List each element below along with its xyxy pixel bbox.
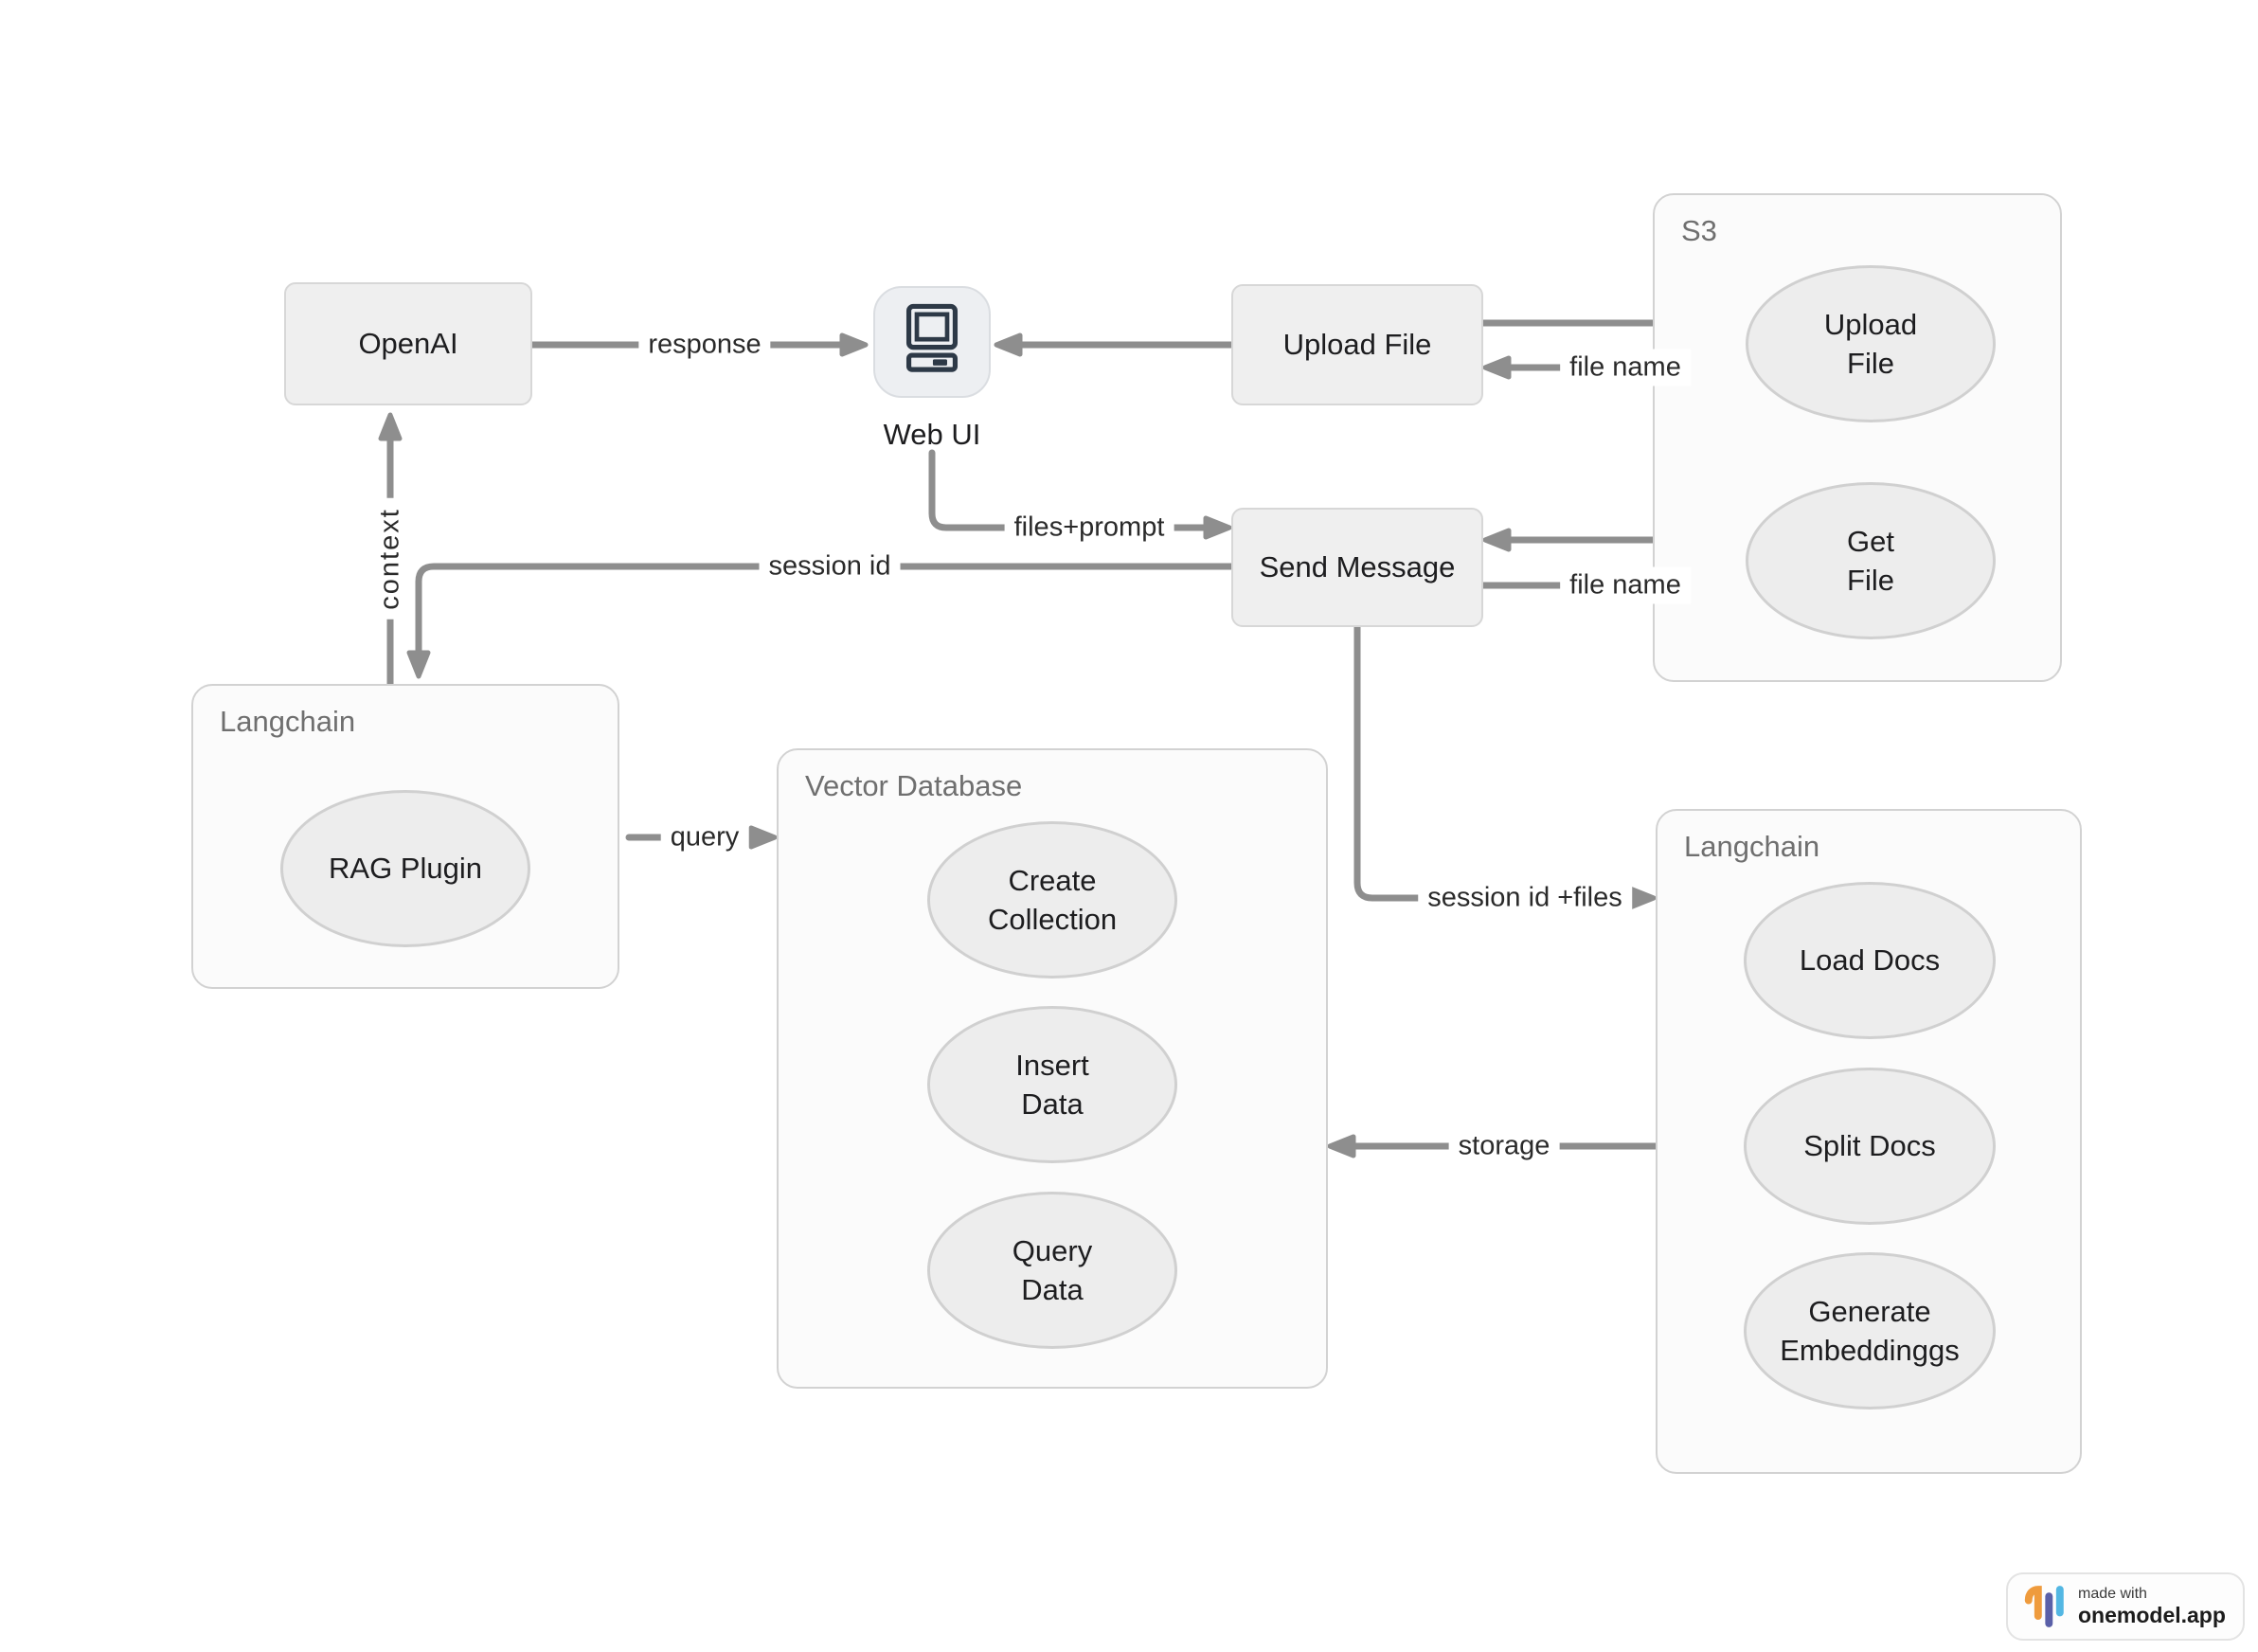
- edge-label-context: context: [371, 498, 409, 620]
- ellipse-query-data: Query Data: [927, 1192, 1177, 1349]
- ellipse-load-docs: Load Docs: [1744, 882, 1996, 1039]
- ellipse-rag-plugin-label: RAG Plugin: [329, 852, 482, 886]
- group-s3-title: S3: [1681, 214, 1717, 247]
- node-upload-file: Upload File: [1231, 284, 1483, 405]
- ellipse-generate-embeddings: Generate Embeddinggs: [1744, 1252, 1996, 1410]
- node-send-message: Send Message: [1231, 508, 1483, 627]
- onemodel-bars-icon: [2024, 1586, 2064, 1627]
- node-web-ui-label: Web UI: [883, 418, 981, 451]
- edge-label-session-id-files: session id +files: [1418, 879, 1632, 917]
- edge-label-session-id: session id: [759, 548, 901, 585]
- group-vector-database-title: Vector Database: [805, 769, 1023, 802]
- badge-brand: onemodel.app: [2078, 1602, 2226, 1627]
- ellipse-query-data-label: Query Data: [1012, 1233, 1093, 1306]
- edge-label-file-name-upload: file name: [1560, 349, 1691, 386]
- ellipse-s3-upload-file-label: Upload File: [1823, 307, 1918, 380]
- badge-made-with: made with: [2078, 1585, 2147, 1602]
- ellipse-insert-data-label: Insert Data: [1015, 1048, 1089, 1121]
- node-send-message-label: Send Message: [1259, 550, 1456, 584]
- group-langchain-right-title: Langchain: [1684, 830, 1820, 863]
- edge-label-file-name-get: file name: [1560, 566, 1691, 604]
- node-web-ui: [873, 286, 991, 398]
- edge-sendmessage-to-langchainright-sessionidfiles: [1353, 623, 1657, 910]
- node-upload-file-label: Upload File: [1282, 328, 1432, 361]
- ellipse-split-docs-label: Split Docs: [1803, 1129, 1936, 1163]
- ellipse-create-collection-label: Create Collection: [987, 863, 1118, 936]
- ellipse-create-collection: Create Collection: [927, 821, 1177, 979]
- edge-label-storage: storage: [1448, 1127, 1560, 1165]
- ellipse-s3-upload-file: Upload File: [1746, 265, 1996, 422]
- node-openai-label: OpenAI: [358, 327, 458, 360]
- computer-monitor-icon: [905, 303, 959, 372]
- ellipse-s3-get-file: Get File: [1746, 482, 1996, 639]
- edge-label-files-prompt: files+prompt: [1004, 509, 1174, 547]
- node-openai: OpenAI: [284, 282, 532, 405]
- ellipse-rag-plugin: RAG Plugin: [280, 790, 530, 947]
- edge-label-response: response: [638, 326, 771, 364]
- ellipse-s3-get-file-label: Get File: [1847, 524, 1894, 597]
- ellipse-insert-data: Insert Data: [927, 1006, 1177, 1163]
- group-langchain-left-title: Langchain: [220, 705, 356, 738]
- edge-label-query: query: [660, 818, 749, 856]
- ellipse-generate-embeddings-label: Generate Embeddinggs: [1780, 1294, 1960, 1367]
- edge-webui-to-sendmessage-filesprompt: [928, 449, 1232, 540]
- onemodel-badge[interactable]: made with onemodel.app: [2006, 1572, 2245, 1641]
- onemodel-badge-text: made with onemodel.app: [2078, 1586, 2226, 1628]
- ellipse-split-docs: Split Docs: [1744, 1068, 1996, 1225]
- ellipse-load-docs-label: Load Docs: [1799, 943, 1941, 978]
- edge-sendmessage-to-langchain-sessionid: [406, 563, 1235, 679]
